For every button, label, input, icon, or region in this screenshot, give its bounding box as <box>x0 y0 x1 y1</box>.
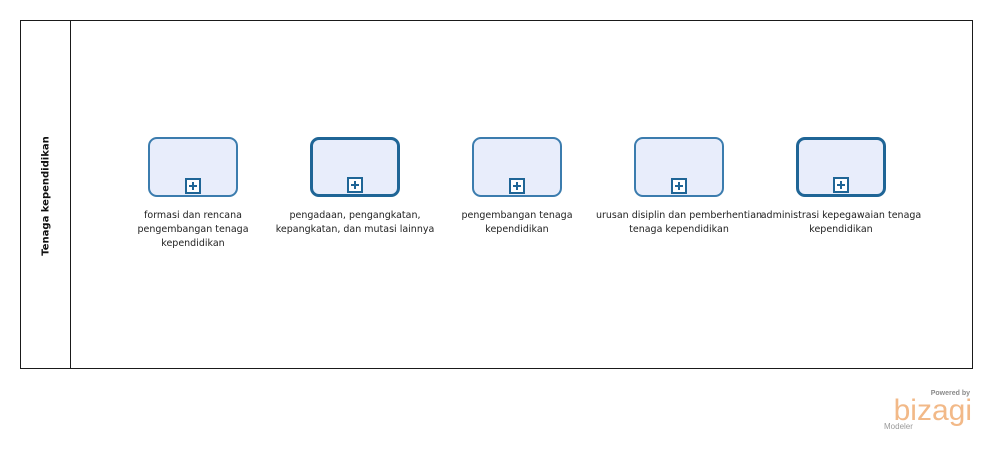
task-label: formasi dan rencana pengembangan tenaga … <box>137 210 249 249</box>
task-label: administrasi kepegawaian tenaga kependid… <box>760 210 922 235</box>
bizagi-logo: bizagi <box>893 394 972 427</box>
lane-header[interactable]: Tenaga kependidikan <box>21 21 71 368</box>
pool: Tenaga kependidikan <box>20 20 973 369</box>
subprocess-plus-icon[interactable] <box>509 178 525 194</box>
subprocess-task-urusan-disiplin[interactable] <box>634 137 724 197</box>
task-label: urusan disiplin dan pemberhentian tenaga… <box>595 210 763 235</box>
powered-by-text: Powered by <box>930 390 970 397</box>
subprocess-task-formasi[interactable] <box>148 137 238 197</box>
bizagi-watermark: Powered by bizagi Modeler <box>882 390 972 431</box>
subprocess-plus-icon[interactable] <box>185 178 201 194</box>
modeler-text: Modeler <box>884 422 913 431</box>
subprocess-plus-icon[interactable] <box>833 177 849 193</box>
subprocess-task-pengadaan[interactable] <box>310 137 400 197</box>
task-label: pengembangan tenaga kependidikan <box>461 210 573 235</box>
lane-title: Tenaga kependidikan <box>40 136 52 256</box>
subprocess-plus-icon[interactable] <box>347 177 363 193</box>
subprocess-task-administrasi[interactable] <box>796 137 886 197</box>
task-label: pengadaan, pengangkatan, kepangkatan, da… <box>275 210 435 235</box>
subprocess-task-pengembangan[interactable] <box>472 137 562 197</box>
subprocess-plus-icon[interactable] <box>671 178 687 194</box>
